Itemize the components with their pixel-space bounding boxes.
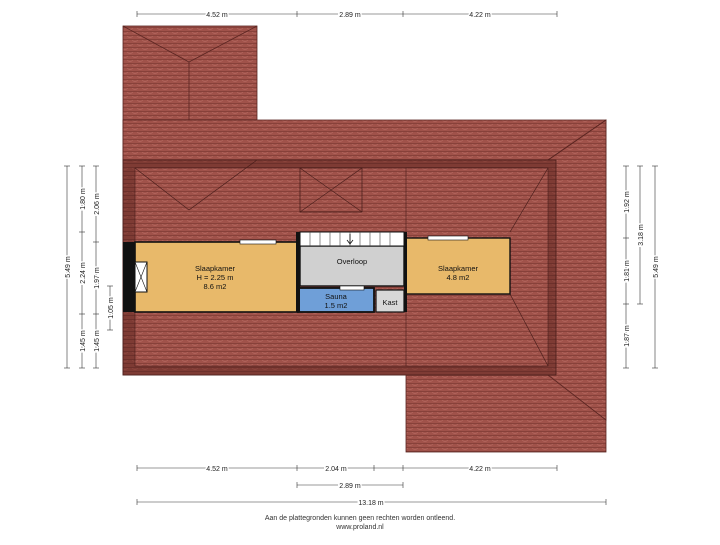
label-slaapkamer-left-area: 8.6 m2: [204, 282, 227, 291]
dim-right-mid-3: 1.87 m: [624, 325, 631, 347]
dimension-lines: [64, 11, 658, 505]
room-overloop: [299, 245, 405, 287]
dim-top-1: 4.52 m: [206, 12, 228, 19]
dim-left-inner-3: 1.45 m: [94, 330, 101, 352]
window-left: [239, 239, 277, 245]
dim-left-mid-3: 1.45 m: [80, 330, 87, 352]
dim-left-inner-2: 1.97 m: [94, 267, 101, 289]
chimney: [123, 242, 135, 312]
label-slaapkamer-right-area: 4.8 m2: [447, 273, 470, 282]
label-slaapkamer-left-height: H = 2.25 m: [197, 273, 234, 282]
label-slaapkamer-right: Slaapkamer: [438, 264, 479, 273]
footer-disclaimer: Aan de plattegronden kunnen geen rechten…: [264, 515, 456, 522]
stairs: [299, 231, 405, 247]
dim-bottom2: 2.89 m: [339, 483, 361, 490]
dim-bottom1-3: 4.22 m: [469, 466, 491, 473]
dim-left-mid-1: 1.80 m: [80, 188, 87, 210]
dim-top-2: 2.89 m: [339, 12, 361, 19]
dim-bottom1-2: 2.04 m: [325, 466, 347, 473]
dim-right-mid-1: 1.92 m: [624, 191, 631, 213]
dim-bottom1-1: 4.52 m: [206, 466, 228, 473]
label-sauna: Sauna: [325, 292, 348, 301]
dim-top-3: 4.22 m: [469, 12, 491, 19]
label-kast: Kast: [382, 298, 398, 307]
dim-left-inner-1: 2.06 m: [94, 193, 101, 215]
dim-right-inner: 3.18 m: [638, 224, 645, 246]
dim-left-outer: 5.49 m: [65, 256, 72, 278]
window-right: [427, 235, 469, 241]
label-slaapkamer-left: Slaapkamer: [195, 264, 236, 273]
footer-website[interactable]: www.proland.nl: [336, 524, 384, 531]
dim-left-mid-2: 2.24 m: [80, 262, 87, 284]
dim-right-mid-2: 1.81 m: [624, 260, 631, 282]
label-sauna-area: 1.5 m2: [325, 301, 348, 310]
dim-right-outer: 5.49 m: [653, 256, 660, 278]
rooms: [123, 231, 511, 313]
label-overloop: Overloop: [337, 257, 367, 266]
dim-left-small: 1.05 m: [108, 297, 115, 319]
dim-bottom-total: 13.18 m: [358, 500, 383, 507]
room-slaapkamer-left: [134, 241, 299, 313]
